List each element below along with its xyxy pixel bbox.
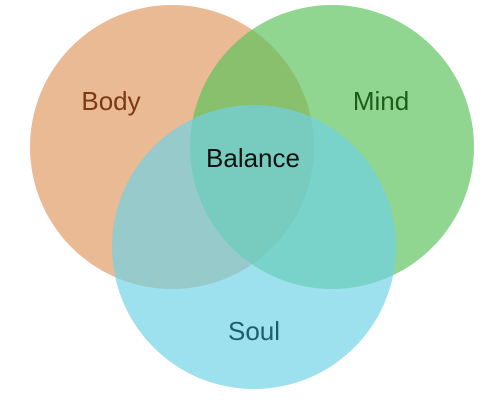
label-body: Body — [81, 86, 141, 116]
label-balance: Balance — [206, 143, 300, 173]
label-soul: Soul — [227, 316, 281, 346]
label-mind: Mind — [352, 86, 410, 116]
circle-soul — [112, 105, 396, 389]
